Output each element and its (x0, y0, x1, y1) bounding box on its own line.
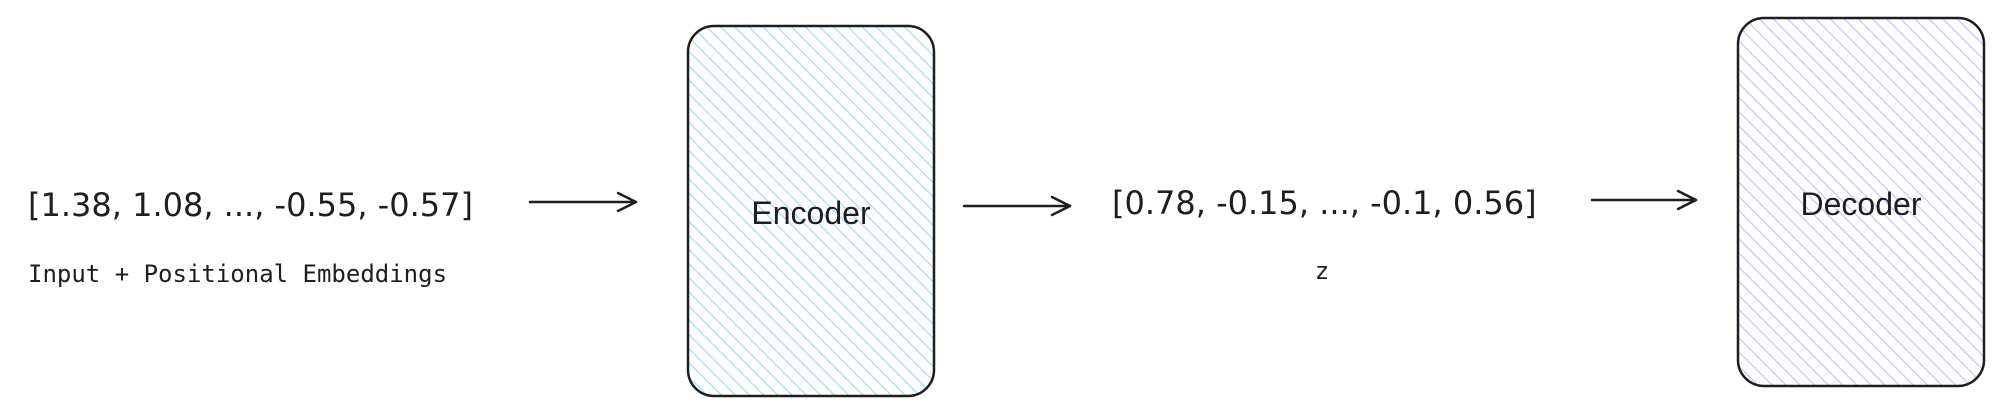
decoder-label: Decoder (1801, 186, 1922, 222)
decoder-box (1736, 16, 1986, 388)
latent-vector: [0.78, -0.15, ..., -0.1, 0.56] (1112, 184, 1537, 222)
input-vector: [1.38, 1.08, ..., -0.55, -0.57] (28, 186, 473, 224)
latent-label: z (1315, 257, 1329, 285)
encoder-box (686, 24, 936, 398)
encoder-label: Encoder (751, 195, 871, 231)
encoder-block: Encoder (686, 24, 936, 398)
input-label: Input + Positional Embeddings (28, 260, 447, 288)
arrow-latent-to-decoder (1590, 189, 1698, 211)
arrow-encoder-to-latent (962, 195, 1072, 217)
arrow-input-to-encoder (528, 191, 638, 213)
decoder-block: Decoder (1736, 16, 1986, 388)
